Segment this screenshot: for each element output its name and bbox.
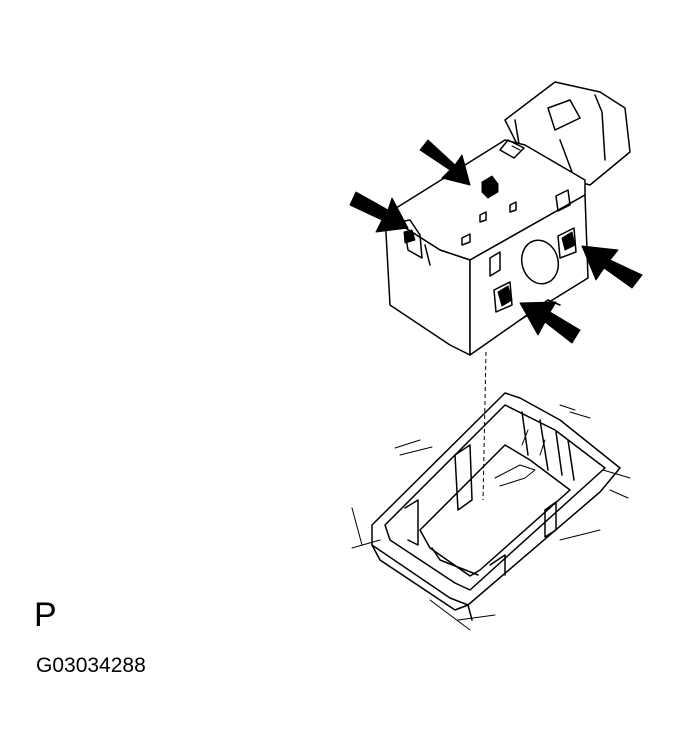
- figure-code: G03034288: [36, 654, 146, 677]
- figure-letter: P: [34, 596, 57, 634]
- arrow-right-icon: [581, 245, 643, 289]
- arrow-left-icon: [349, 191, 409, 233]
- arrow-top-icon: [419, 139, 471, 186]
- mounting-tray: [351, 392, 631, 631]
- relay-unit: [384, 81, 631, 356]
- arrow-bottom-icon: [519, 301, 581, 344]
- alignment-line: [482, 351, 487, 501]
